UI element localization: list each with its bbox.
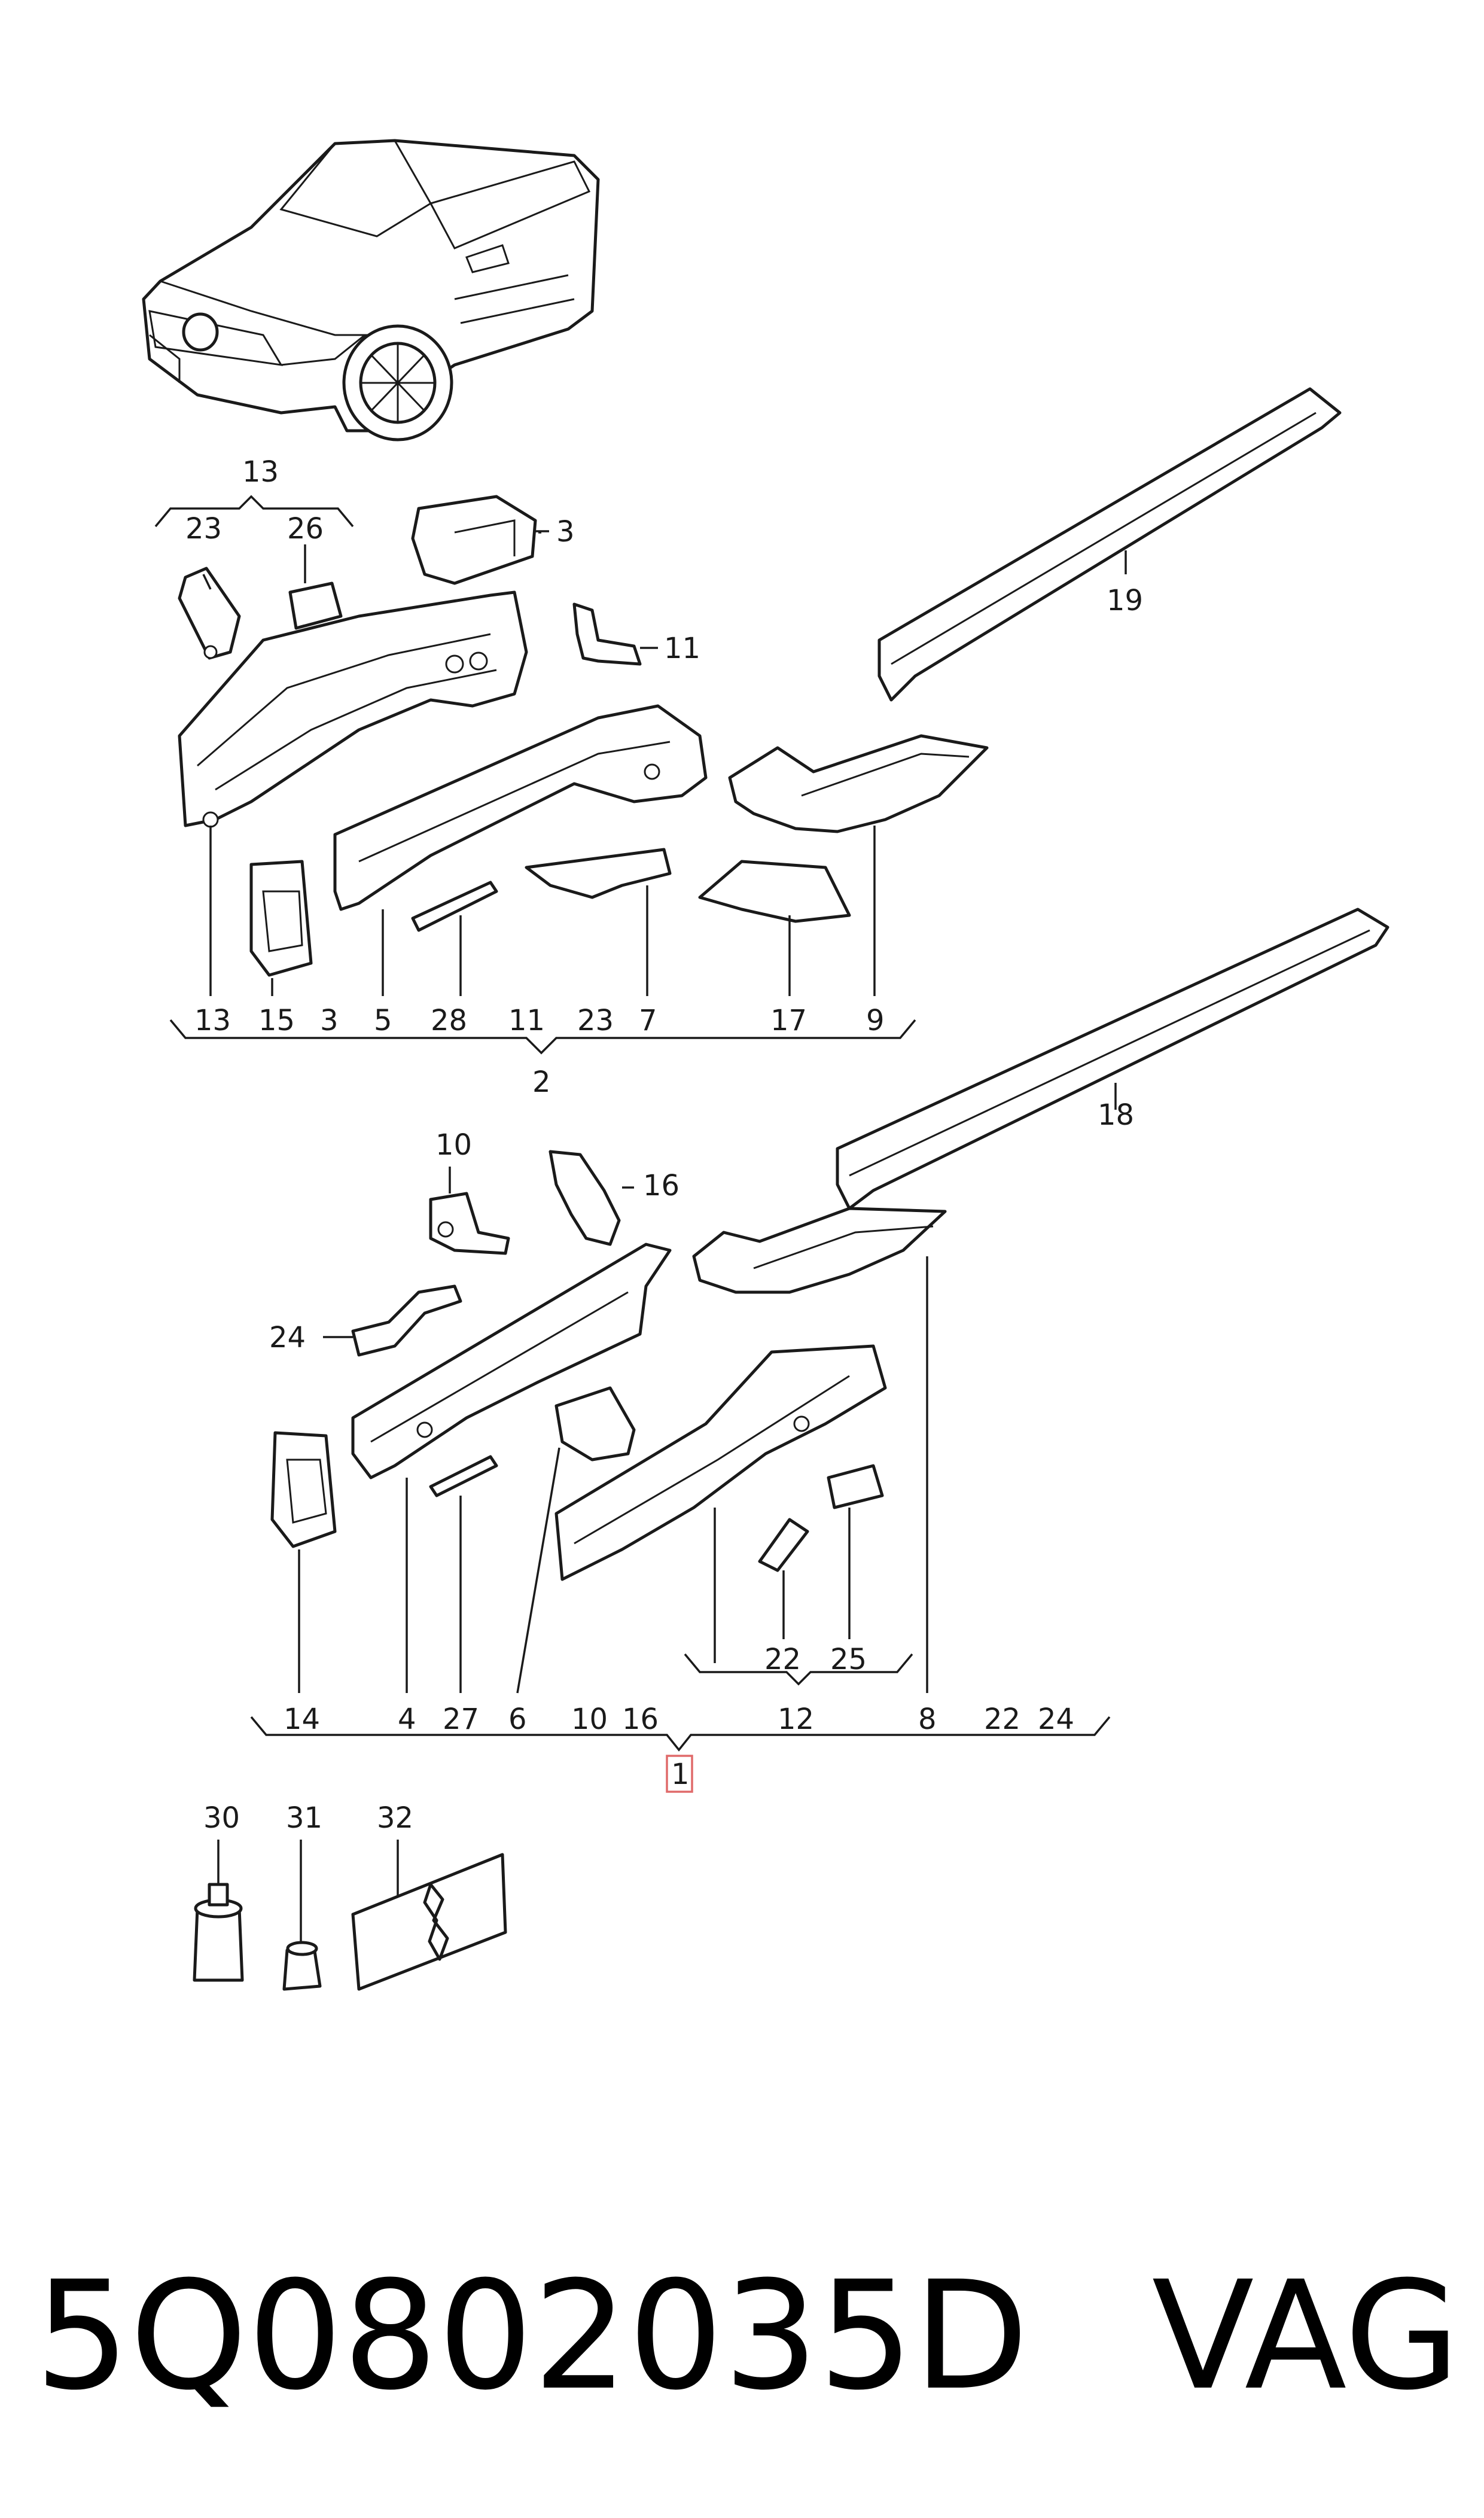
part-11-bracket <box>572 602 642 666</box>
label-12-25: 25 <box>830 1643 867 1676</box>
part-10-bracket <box>429 1192 510 1255</box>
part-18-sill <box>836 908 1389 1210</box>
part-number: 5Q0802035D <box>35 2249 1029 2423</box>
part-5-rail <box>333 704 708 911</box>
label-16: 16 <box>622 1703 659 1736</box>
label-15: 15 <box>258 1004 295 1037</box>
top-group-labels: 13 23 26 3 11 19 13 15 3 5 28 11 23 7 17… <box>185 455 1143 1099</box>
part-28-strip <box>411 881 498 932</box>
highlight-box <box>666 1755 693 1793</box>
label-6: 6 <box>508 1703 527 1736</box>
part-24-bracket <box>351 1284 462 1357</box>
part-12-rail <box>554 1344 887 1581</box>
label-7: 7 <box>639 1004 657 1037</box>
part-9-rail <box>728 734 989 833</box>
accessories <box>193 1840 507 1991</box>
label-2: 2 <box>532 1065 551 1099</box>
top-group-parts <box>178 387 1342 977</box>
label-11-callout: 11 <box>664 632 700 665</box>
car-illustration <box>142 139 600 442</box>
label-26: 26 <box>287 512 324 546</box>
bottom-group-leaders <box>250 1083 1117 1752</box>
part-6-bracket <box>554 1386 636 1462</box>
part-26-plate <box>288 581 343 630</box>
label-17: 17 <box>770 1004 807 1037</box>
label-12: 12 <box>778 1703 814 1736</box>
part-32-sheet <box>351 1853 507 1991</box>
part-23-bracket <box>178 567 241 660</box>
part-30-bottle <box>193 1907 244 1982</box>
label-3: 3 <box>320 1004 339 1037</box>
footer: 5Q0802035D VAG <box>0 2237 1484 2435</box>
part-27-strip <box>429 1455 498 1497</box>
label-5: 5 <box>374 1004 392 1037</box>
label-19-callout: 19 <box>1107 584 1143 617</box>
label-22: 22 <box>984 1703 1020 1736</box>
part-19-sill <box>877 387 1342 702</box>
part-15-block <box>249 860 313 977</box>
label-1: 1 <box>671 1758 690 1791</box>
label-31: 31 <box>286 1801 322 1835</box>
label-10: 10 <box>571 1703 608 1736</box>
label-3-callout: 3 <box>556 515 575 549</box>
label-32: 32 <box>377 1801 413 1835</box>
top-group-leaders <box>154 495 1127 1055</box>
part-22-piece <box>758 1518 809 1572</box>
label-23: 23 <box>185 512 222 546</box>
part-7-panel <box>525 848 672 899</box>
label-16-callout: 16 <box>643 1169 679 1202</box>
label-4: 4 <box>398 1703 416 1736</box>
label-24: 24 <box>1038 1703 1074 1736</box>
label-24-callout: 24 <box>269 1321 306 1354</box>
label-27: 27 <box>443 1703 479 1736</box>
part-8-rail <box>692 1207 947 1294</box>
part-16-bracket <box>548 1150 621 1246</box>
label-11: 11 <box>508 1004 545 1037</box>
bottom-group-labels: 10 16 24 18 22 25 14 4 27 6 10 16 12 8 2… <box>269 1098 1134 1793</box>
label-bracket-13: 13 <box>242 455 279 489</box>
label-14: 14 <box>284 1703 320 1736</box>
label-30: 30 <box>203 1801 240 1835</box>
label-10-callout: 10 <box>435 1128 472 1162</box>
label-28: 28 <box>431 1004 467 1037</box>
part-13-rail <box>178 590 528 827</box>
brand-name: VAG <box>1151 2249 1460 2423</box>
label-23-b: 23 <box>577 1004 614 1037</box>
label-9: 9 <box>866 1004 885 1037</box>
part-17-bracket <box>698 860 851 923</box>
label-12-22: 22 <box>764 1643 801 1676</box>
label-13: 13 <box>194 1004 231 1037</box>
part-14-block <box>270 1431 337 1548</box>
label-18-callout: 18 <box>1098 1098 1134 1132</box>
label-8: 8 <box>918 1703 937 1736</box>
bottom-group-parts <box>270 908 1389 1581</box>
part-25-plate <box>827 1464 884 1509</box>
accessory-labels: 30 31 32 <box>203 1801 413 1835</box>
part-3-bracket <box>411 495 537 585</box>
